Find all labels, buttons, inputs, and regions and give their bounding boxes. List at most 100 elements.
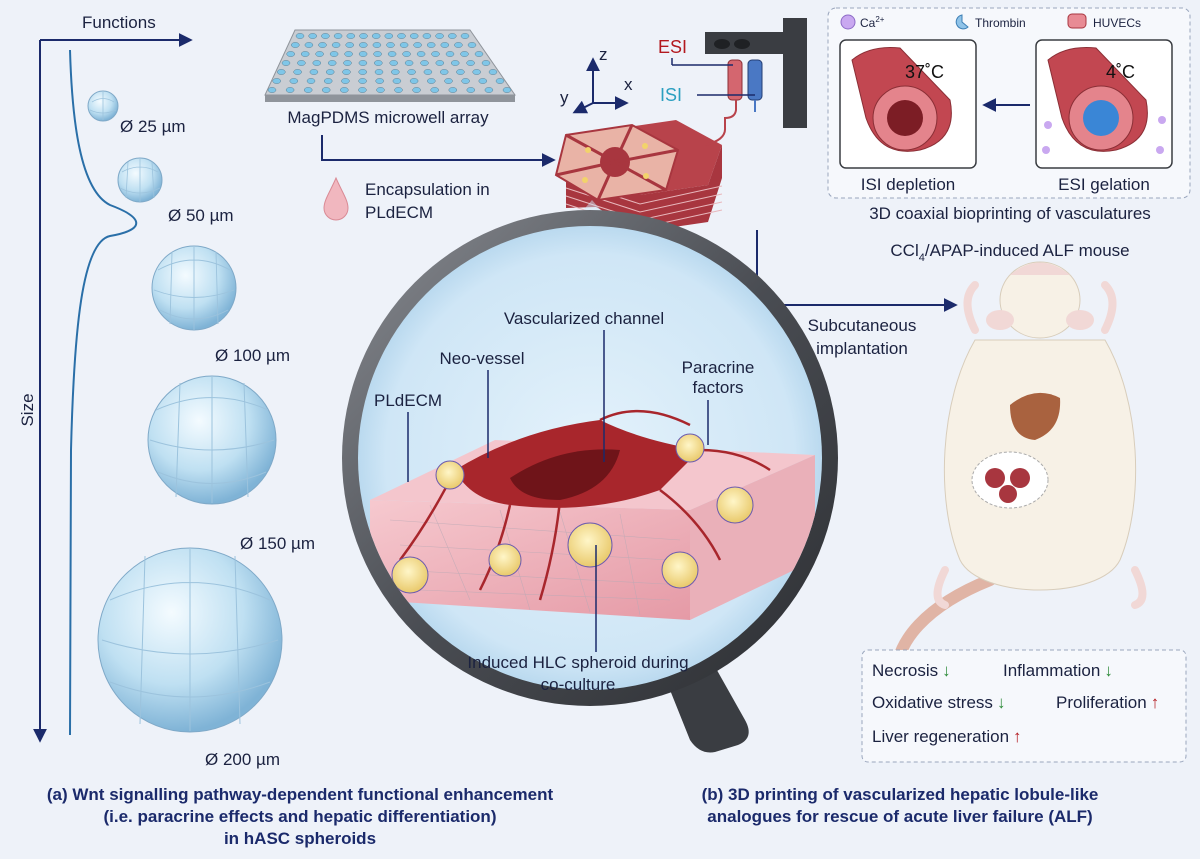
microwell (391, 69, 400, 75)
panel-a-caption-line-2: (i.e. paracrine effects and hepatic diff… (104, 807, 497, 826)
panel-a: Functions Size Ø 25 µm Ø 50 µm Ø 100 µm … (18, 13, 553, 848)
outcome-inflammation: Inflammation↓ (1003, 661, 1113, 680)
microwell (359, 33, 368, 39)
pldecm-label: PLdECM (374, 391, 442, 410)
microwell (374, 69, 384, 75)
microwell (407, 69, 416, 75)
microwell (267, 87, 277, 93)
z-axis-label: z (599, 45, 608, 64)
vascularized-channel-label: Vascularized channel (504, 309, 664, 328)
mouse-illustration (890, 261, 1147, 740)
microwell (430, 87, 439, 93)
microwell (323, 78, 333, 84)
thrombin-label: Thrombin (975, 16, 1026, 30)
microwell (386, 42, 395, 48)
microwell (293, 69, 302, 75)
spheroid-200: Ø 200 µm (97, 547, 283, 769)
size-axis-label: Size (18, 393, 37, 426)
hlc-line-2: co-culture (541, 675, 616, 694)
microwell (291, 42, 300, 48)
microwell (448, 87, 458, 93)
panel-b: MagPDMS microwell array Encapsulation in… (264, 7, 1191, 826)
microwell (375, 78, 384, 84)
neo-vessel-label: Neo-vessel (439, 349, 524, 368)
microwell (461, 78, 470, 84)
microwell (467, 42, 477, 48)
microwell (312, 60, 322, 66)
bioprinting-box: Ca2+ Thrombin HUVECs 37˚C 4˚C ISI deplet… (827, 7, 1191, 199)
panel-a-caption-line-3: in hASC spheroids (224, 829, 376, 848)
spheroid-100: Ø 100 µm (151, 245, 290, 365)
outcome-proliferation: Proliferation↑ (1056, 693, 1159, 712)
microwell (321, 33, 330, 39)
microwell (440, 42, 450, 48)
microwell (340, 87, 349, 93)
hepatic-lobule-construct (554, 120, 723, 232)
calcium-label: Ca2+ (860, 15, 885, 30)
microwell-to-construct-arrow (321, 135, 556, 167)
outcome-liver-regeneration: Liver regeneration↑ (872, 727, 1022, 746)
microwell (289, 78, 299, 84)
microwell (389, 60, 398, 66)
microwell (285, 87, 295, 93)
microwell (409, 33, 419, 39)
microwell (392, 78, 402, 84)
microwell (272, 78, 281, 84)
magnifier: Vascularized channel Neo-vessel Paracrin… (342, 200, 838, 753)
microwell (397, 33, 406, 39)
microwell (358, 87, 367, 93)
spheroid-150: Ø 150 µm (147, 375, 315, 553)
microwell (478, 78, 488, 84)
microwell (422, 33, 432, 39)
microwell (286, 51, 295, 57)
microwell (300, 51, 310, 57)
esi-label: ESI (658, 37, 687, 57)
microwell (371, 33, 381, 39)
microwell (402, 51, 411, 57)
paracrine-line-1: Paracrine (682, 358, 755, 377)
microwell (404, 60, 414, 66)
microwell (484, 87, 494, 93)
microwell (358, 60, 368, 66)
microwell (373, 51, 382, 57)
outcomes-box: Necrosis↓ Inflammation↓ Oxidative stress… (861, 649, 1187, 763)
microwell (427, 78, 436, 84)
microwell (277, 69, 286, 75)
spheroid-200-label: Ø 200 µm (205, 750, 280, 769)
microwell (331, 42, 341, 48)
microwell (426, 42, 436, 48)
microwell (439, 69, 449, 75)
huvecs-label: HUVECs (1093, 16, 1141, 30)
spheroid-50: Ø 50 µm (117, 157, 234, 225)
microwell (374, 60, 383, 66)
microwell (358, 69, 367, 75)
calcium-icon (840, 14, 856, 30)
microwell (420, 60, 429, 66)
spheroid-25: Ø 25 µm (87, 90, 186, 136)
thrombin-icon (955, 14, 969, 30)
microwell (454, 42, 463, 48)
outcome-oxidative-stress: Oxidative stress↓ (872, 693, 1005, 712)
microwell (413, 42, 422, 48)
microwell-array-label: MagPDMS microwell array (287, 108, 489, 127)
outcome-necrosis: Necrosis↓ (872, 661, 951, 680)
temp-37: 37˚C (905, 62, 944, 82)
bioprinting-caption: 3D coaxial bioprinting of vasculatures (869, 204, 1151, 223)
microwell (399, 42, 409, 48)
hlc-line-1: Induced HLC spheroid during (467, 653, 688, 672)
panel-b-caption-line-1: (b) 3D printing of vascularized hepatic … (702, 785, 1099, 804)
microwell (472, 69, 481, 75)
panel-a-caption-line-1: (a) Wnt signalling pathway-dependent fun… (47, 785, 554, 804)
microwell (344, 51, 353, 57)
microwell (281, 60, 291, 66)
microwell (376, 87, 385, 93)
huvecs-icon (1067, 13, 1087, 29)
microwell (306, 78, 316, 84)
microwell (321, 87, 331, 93)
microwell (416, 51, 426, 57)
microwell (450, 60, 460, 66)
functions-axis-label: Functions (82, 13, 156, 32)
encapsulation-drop-icon (323, 176, 349, 221)
microwell (460, 51, 469, 57)
